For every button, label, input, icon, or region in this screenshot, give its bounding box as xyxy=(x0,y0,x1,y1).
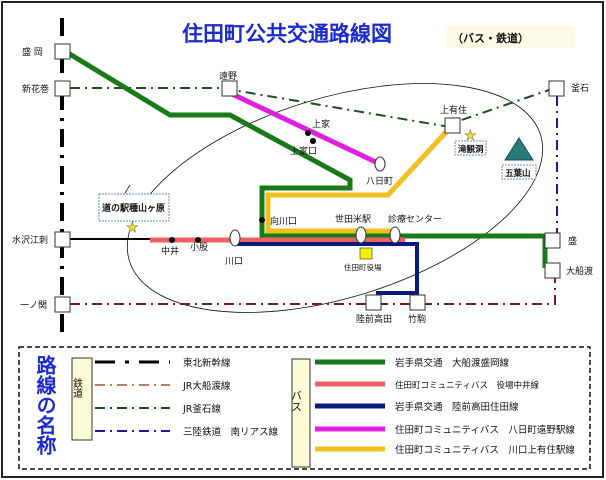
stop-yokamachi: 八日町 xyxy=(366,156,393,187)
svg-text:道の駅種山ヶ原: 道の駅種山ヶ原 xyxy=(102,202,165,214)
landmark-rokando: ★ 滝観洞 xyxy=(454,128,487,156)
svg-text:水沢江刺: 水沢江刺 xyxy=(12,234,48,246)
legend-label-bus-1: 住田町コミュニティバス 役場中井線 xyxy=(395,380,539,391)
legend: 路線の名称 鉄道 バス 東北新幹線 JR大船渡線 JR釜石線 三陸鉄道 南リアス… xyxy=(18,346,591,470)
svg-text:向川口: 向川口 xyxy=(270,215,297,227)
stop-setamai: 世田米駅 xyxy=(335,213,371,244)
rail-jr-kamaishi xyxy=(70,87,550,128)
legend-label-rail-3: 三陸鉄道 南リアス線 xyxy=(183,426,279,438)
station-mizusawaesashi: 水沢江刺 xyxy=(12,231,71,248)
bus-ofunato-morioka xyxy=(66,50,548,268)
svg-text:陸前高田: 陸前高田 xyxy=(356,313,392,325)
rail-group-label: 鉄道 xyxy=(71,377,83,398)
stop-kamiieguchi: 上家口 xyxy=(290,138,317,157)
station-sakari: 盛 xyxy=(544,232,577,249)
page-title: 住田町公共交通路線図 xyxy=(182,22,392,46)
stop-komata: 小股 xyxy=(190,237,208,253)
svg-text:世田米駅: 世田米駅 xyxy=(335,213,371,225)
svg-text:住田町役場: 住田町役場 xyxy=(344,262,382,272)
svg-text:五葉山: 五葉山 xyxy=(505,168,531,179)
legend-label-rail-2: JR釜石線 xyxy=(182,403,221,415)
svg-text:釜石: 釜石 xyxy=(571,82,589,94)
svg-text:滝観洞: 滝観洞 xyxy=(458,144,484,155)
svg-text:上家: 上家 xyxy=(312,118,330,130)
station-rikuzentakata: 陸前高田 xyxy=(356,294,392,325)
subtitle: （バス・鉄道） xyxy=(452,31,529,45)
legend-label-rail-0: 東北新幹線 xyxy=(183,357,231,369)
legend-label-bus-4: 住田町コミュニティバス 川口上有住駅線 xyxy=(395,444,575,456)
station-tono: 遠野 xyxy=(219,70,238,97)
town-hall: 住田町役場 xyxy=(344,247,382,272)
svg-text:大船渡: 大船渡 xyxy=(566,265,593,277)
svg-text:新花巻: 新花巻 xyxy=(22,83,49,95)
svg-text:中井: 中井 xyxy=(161,245,179,257)
bus-yokamachi-tono xyxy=(230,91,382,167)
legend-label-bus-0: 岩手県交通 大船渡盛岡線 xyxy=(395,357,510,369)
subtitle-bg xyxy=(445,26,575,48)
legend-label-bus-2: 岩手県交通 陸前高田住田線 xyxy=(395,401,519,413)
stop-nakai: 中井 xyxy=(161,237,179,257)
station-ofunato: 大船渡 xyxy=(544,262,593,279)
svg-text:盛: 盛 xyxy=(568,235,577,247)
star-icon: ★ xyxy=(464,128,477,144)
station-takekoma: 竹駒 xyxy=(408,294,426,325)
svg-text:川口: 川口 xyxy=(225,257,243,267)
svg-text:八日町: 八日町 xyxy=(366,176,393,187)
station-kamiarisu: 上有住 xyxy=(440,104,467,134)
legend-label-rail-1: JR大船渡線 xyxy=(182,380,231,392)
stop-shinryo-center: 診療センター xyxy=(388,213,442,244)
svg-text:一ノ関: 一ノ関 xyxy=(20,300,47,311)
station-ichinoseki: 一ノ関 xyxy=(20,296,71,313)
bus-group-box xyxy=(291,358,311,468)
rail-jr-ofunato xyxy=(70,278,556,305)
svg-text:診療センター: 診療センター xyxy=(388,213,442,225)
svg-text:竹駒: 竹駒 xyxy=(408,313,426,325)
legend-heading: 路線の名称 xyxy=(33,354,57,455)
stop-kawaguchi: 川口 xyxy=(225,229,243,267)
bus-group-label: バス xyxy=(290,390,303,412)
station-kamaishi: 釜石 xyxy=(548,80,589,97)
landmark-goyozan: 五葉山 xyxy=(501,137,537,180)
rail-group-box xyxy=(71,357,93,441)
svg-text:上家口: 上家口 xyxy=(290,145,317,157)
mountain-icon xyxy=(504,137,534,161)
svg-text:上有住: 上有住 xyxy=(440,104,467,116)
svg-text:小股: 小股 xyxy=(190,242,208,253)
station-shinhanamaki: 新花巻 xyxy=(22,80,71,97)
bus-kawaguchi-kamiarisu xyxy=(265,129,449,234)
star-icon: ★ xyxy=(126,220,139,236)
svg-text:盛 岡: 盛 岡 xyxy=(22,46,43,58)
landmark-michinoeki: 道の駅種山ヶ原 ★ xyxy=(98,184,170,236)
station-morioka: 盛 岡 xyxy=(22,43,71,60)
stop-mukaikawaguchi: 向川口 xyxy=(259,215,297,227)
stop-kamiie: 上家 xyxy=(305,118,330,136)
svg-text:遠野: 遠野 xyxy=(219,70,237,82)
legend-label-bus-3: 住田町コミュニティバス 八日町遠野駅線 xyxy=(395,424,575,436)
